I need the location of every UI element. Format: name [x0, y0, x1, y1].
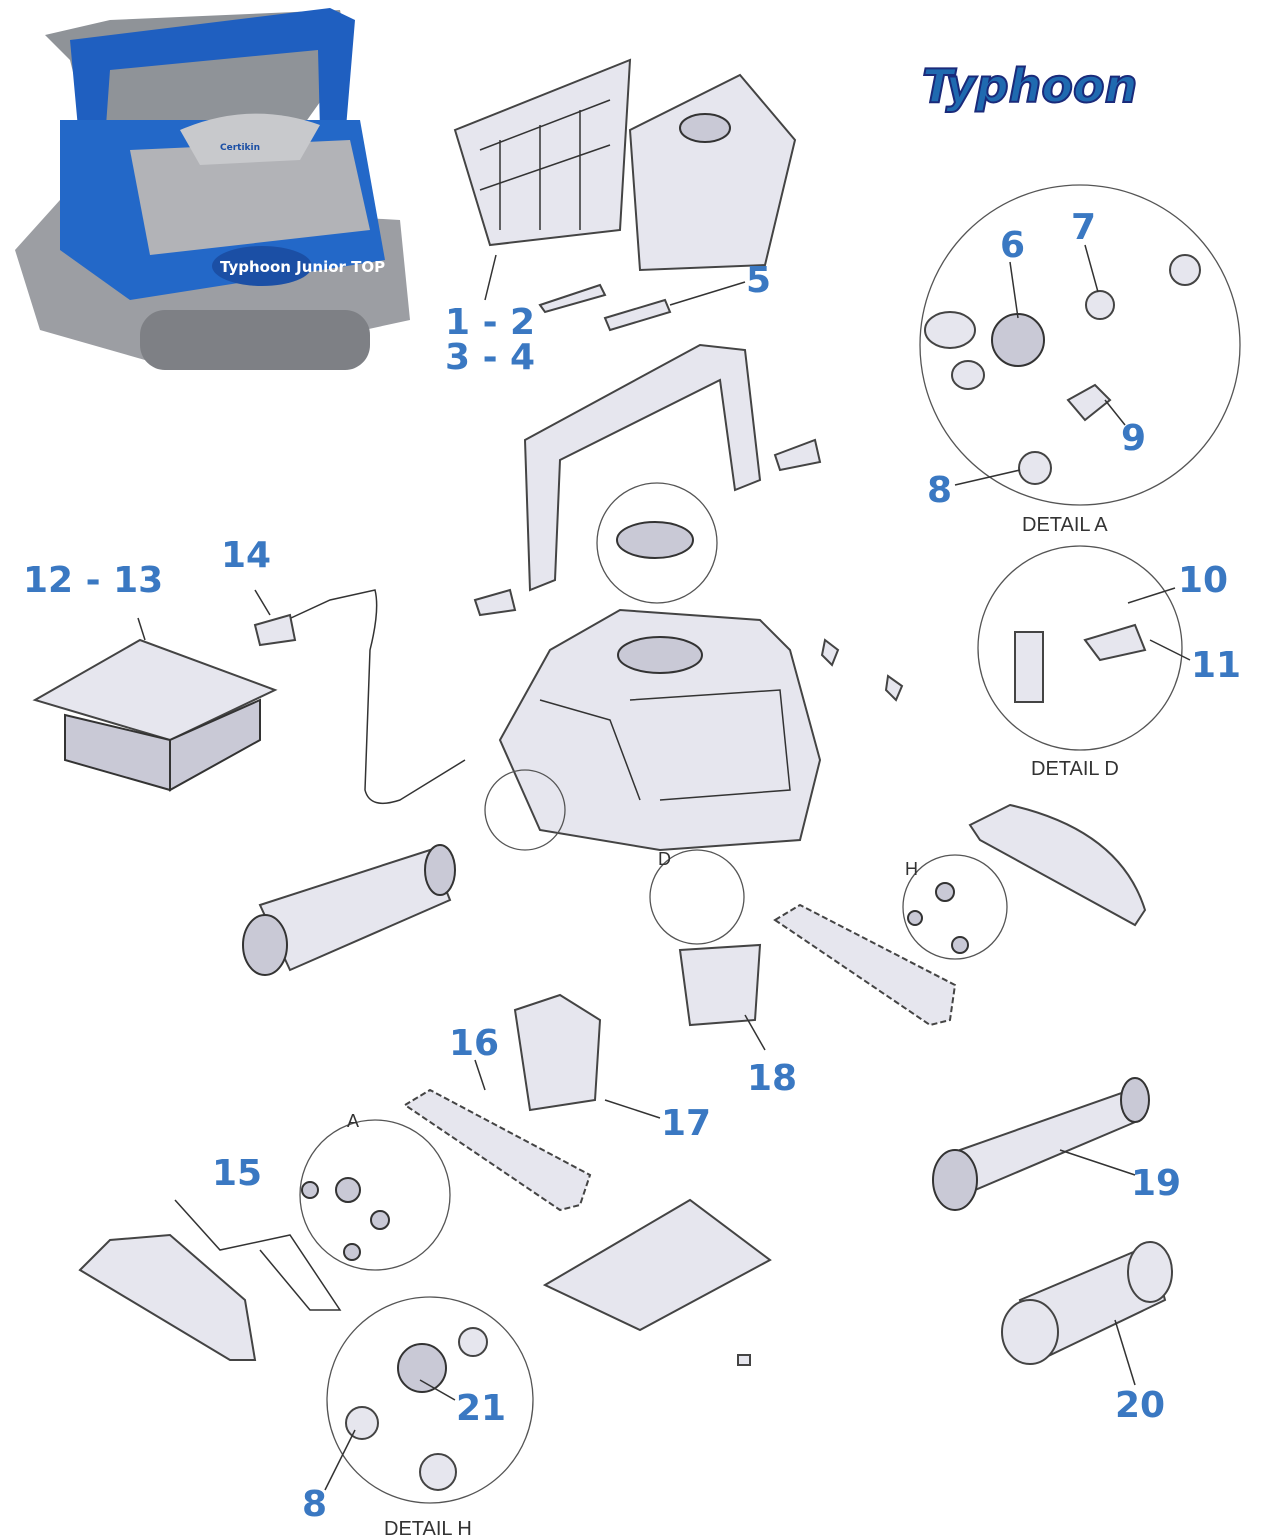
- detail-a-parts: [924, 244, 1201, 486]
- callout-7: 7: [1071, 207, 1096, 248]
- roller-sleeve-20: [1001, 1241, 1173, 1386]
- power-supply: [32, 617, 278, 792]
- detail-a-label: DETAIL A: [1022, 514, 1108, 536]
- callout-14: 14: [221, 535, 271, 576]
- typhoon-logo: Typhoon: [922, 59, 1137, 113]
- detail-marker-d: D: [658, 849, 671, 869]
- detail-h-label: DETAIL H: [384, 1518, 472, 1539]
- callout-8-detail-h: 8: [302, 1484, 327, 1525]
- callout-20: 20: [1115, 1385, 1165, 1426]
- callout-10: 10: [1178, 560, 1228, 601]
- detail-marker-a: A: [347, 1111, 359, 1131]
- roller-front: [242, 844, 456, 976]
- drive-motor: [513, 993, 661, 1119]
- detail-marker-h: H: [905, 859, 918, 879]
- callout-19: 19: [1131, 1163, 1181, 1204]
- handle: [473, 343, 822, 617]
- body-shell: [498, 608, 904, 852]
- detail-d-label: DETAIL D: [1031, 758, 1119, 780]
- product-photo: Typhoon Junior TOP Certikin: [15, 8, 410, 370]
- product-badge-text: Typhoon Junior TOP: [220, 258, 385, 276]
- callout-3-4: 3 - 4: [445, 337, 535, 378]
- callout-18: 18: [747, 1058, 797, 1099]
- callout-1-2: 1 - 2: [445, 302, 535, 343]
- callout-9: 9: [1121, 418, 1146, 459]
- callout-6: 6: [1000, 225, 1025, 266]
- callout-15: 15: [212, 1153, 262, 1194]
- product-maker-text: Certikin: [220, 143, 260, 153]
- callout-16: 16: [449, 1023, 499, 1064]
- callout-17: 17: [661, 1103, 711, 1144]
- callout-11: 11: [1191, 645, 1241, 686]
- callout-12-13: 12 - 13: [23, 560, 163, 601]
- pump-motor: [678, 943, 766, 1051]
- roller-19: [932, 1077, 1150, 1211]
- callout-21: 21: [456, 1388, 506, 1429]
- filter-assembly: [453, 58, 797, 332]
- callout-8-detail-a: 8: [927, 470, 952, 511]
- callout-5: 5: [746, 260, 771, 301]
